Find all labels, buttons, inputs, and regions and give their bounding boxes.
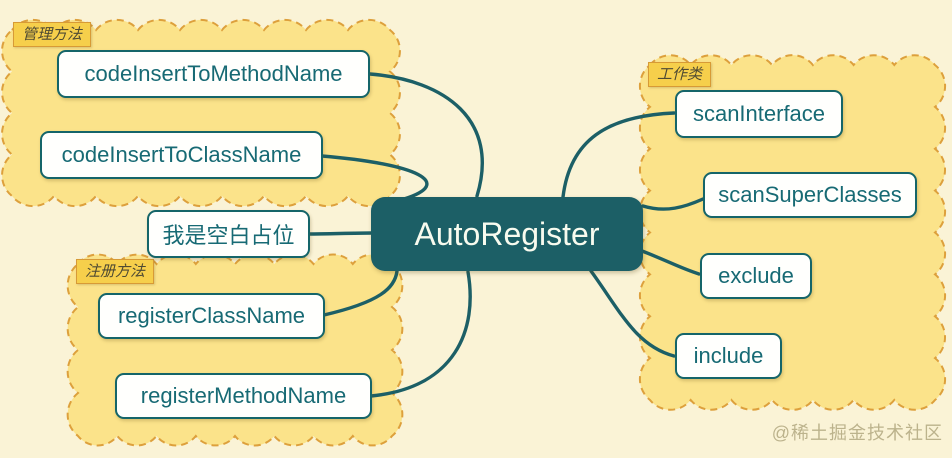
link-register-method-name — [369, 270, 472, 398]
boundary-label-manage[interactable]: 管理方法 — [13, 22, 92, 47]
node-placeholder[interactable]: 我是空白占位 — [147, 210, 310, 258]
node-include[interactable]: include — [675, 333, 782, 379]
node-register-method-name[interactable]: registerMethodName — [115, 373, 372, 419]
boundary-label-work[interactable]: 工作类 — [648, 62, 712, 87]
link-register-class-name — [322, 269, 399, 317]
watermark: @稀土掘金技术社区 — [771, 423, 943, 443]
node-code-insert-to-class-name[interactable]: codeInsertToClassName — [40, 131, 323, 179]
node-exclude[interactable]: exclude — [700, 253, 812, 299]
node-code-insert-to-method-name[interactable]: codeInsertToMethodName — [57, 50, 370, 98]
branch-links — [306, 72, 705, 398]
link-include — [589, 269, 676, 358]
link-scan-super-classes — [641, 197, 705, 211]
boundary-cloud-work — [638, 54, 947, 411]
node-scan-super-classes[interactable]: scanSuperClasses — [703, 172, 917, 218]
link-code-insert-to-method-name — [368, 72, 484, 198]
link-scan-interface — [561, 111, 676, 199]
link-code-insert-to-class-name — [320, 154, 429, 201]
boundary-label-register[interactable]: 注册方法 — [76, 259, 155, 284]
node-scan-interface[interactable]: scanInterface — [675, 90, 843, 138]
link-placeholder — [306, 231, 375, 236]
node-register-class-name[interactable]: registerClassName — [98, 293, 325, 339]
link-exclude — [640, 249, 701, 276]
central-topic[interactable]: AutoRegister — [371, 197, 643, 271]
